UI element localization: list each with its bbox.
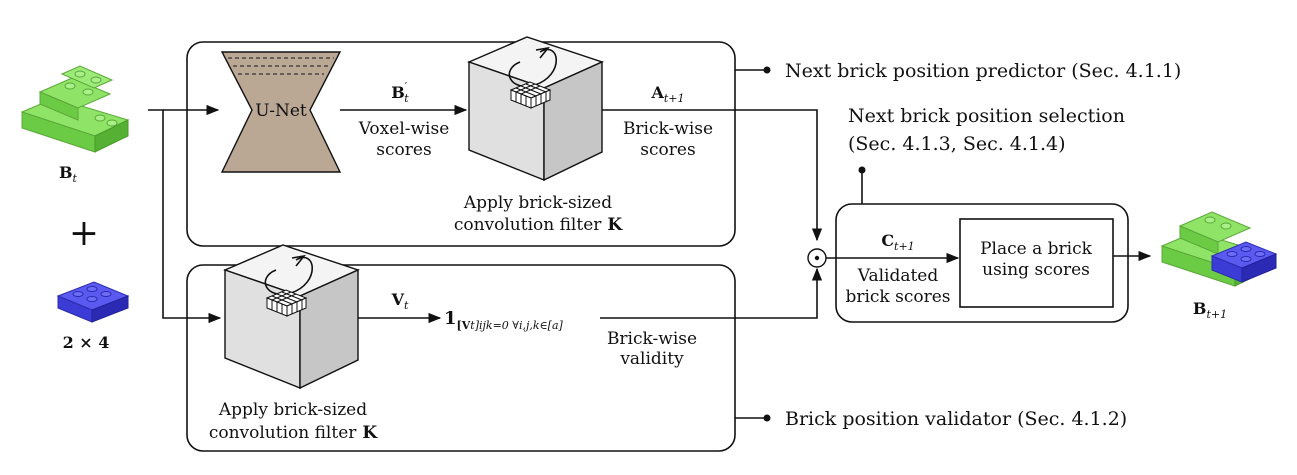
validator-label: Brick position validator (Sec. 4.1.2) <box>785 408 1127 430</box>
plus-sign: + <box>69 213 99 254</box>
brick-type-label: 2 × 4 <box>63 333 110 352</box>
input-brick-structure-icon <box>20 65 130 153</box>
validator-dot <box>763 414 771 422</box>
validated-label-2: brick scores <box>845 287 950 307</box>
bottom-conv-label-1: Apply brick-sized <box>218 400 367 420</box>
validity-label-1: Brick-wise <box>607 329 697 349</box>
brickwise-scores-label-2: scores <box>640 140 695 160</box>
c-label: Ct+1 <box>881 231 914 253</box>
place-brick-box <box>959 218 1114 308</box>
predictor-module-box <box>186 41 736 247</box>
a-label: At+1 <box>650 83 684 105</box>
validator-module-box <box>186 264 736 452</box>
brickwise-scores-label-1: Brick-wise <box>623 119 713 139</box>
bottom-conv-cube-icon <box>223 244 360 390</box>
selection-label-2: (Sec. 4.1.3, Sec. 4.1.4) <box>848 133 1066 155</box>
place-label-2: using scores <box>982 260 1090 280</box>
indicator-label: 𝟏[Vt]ijk=0 ∀i,j,k∈[a] <box>444 308 564 332</box>
top-conv-label-1: Apply brick-sized <box>463 193 612 213</box>
validity-label-2: validity <box>619 349 684 369</box>
place-label-1: Place a brick <box>980 239 1093 259</box>
output-brick-label: Bt+1 <box>1193 299 1227 321</box>
output-brick-structure-icon <box>1160 211 1278 287</box>
selection-module-box <box>835 203 1129 323</box>
predictor-label: Next brick position predictor (Sec. 4.1.… <box>785 60 1181 82</box>
validity-arrow <box>600 267 823 319</box>
voxel-scores-label-2: scores <box>376 140 431 160</box>
selection-label-1: Next brick position selection <box>848 105 1125 127</box>
b-prime-label: B′t <box>391 80 409 105</box>
predictor-dot <box>763 66 771 74</box>
voxel-scores-label-1: Voxel-wise <box>358 119 450 139</box>
top-conv-cube-icon <box>467 36 604 182</box>
v-label: Vt <box>391 290 409 312</box>
unet-block <box>220 51 342 173</box>
input-split-line <box>148 109 222 324</box>
blue-brick-icon <box>56 281 130 323</box>
brickwise-scores-arrow <box>602 109 823 242</box>
hadamard-dot <box>814 255 820 261</box>
unet-label: U-Net <box>255 101 307 121</box>
input-brick-label: Bt <box>59 163 78 185</box>
validated-label-1: Validated <box>857 266 939 286</box>
